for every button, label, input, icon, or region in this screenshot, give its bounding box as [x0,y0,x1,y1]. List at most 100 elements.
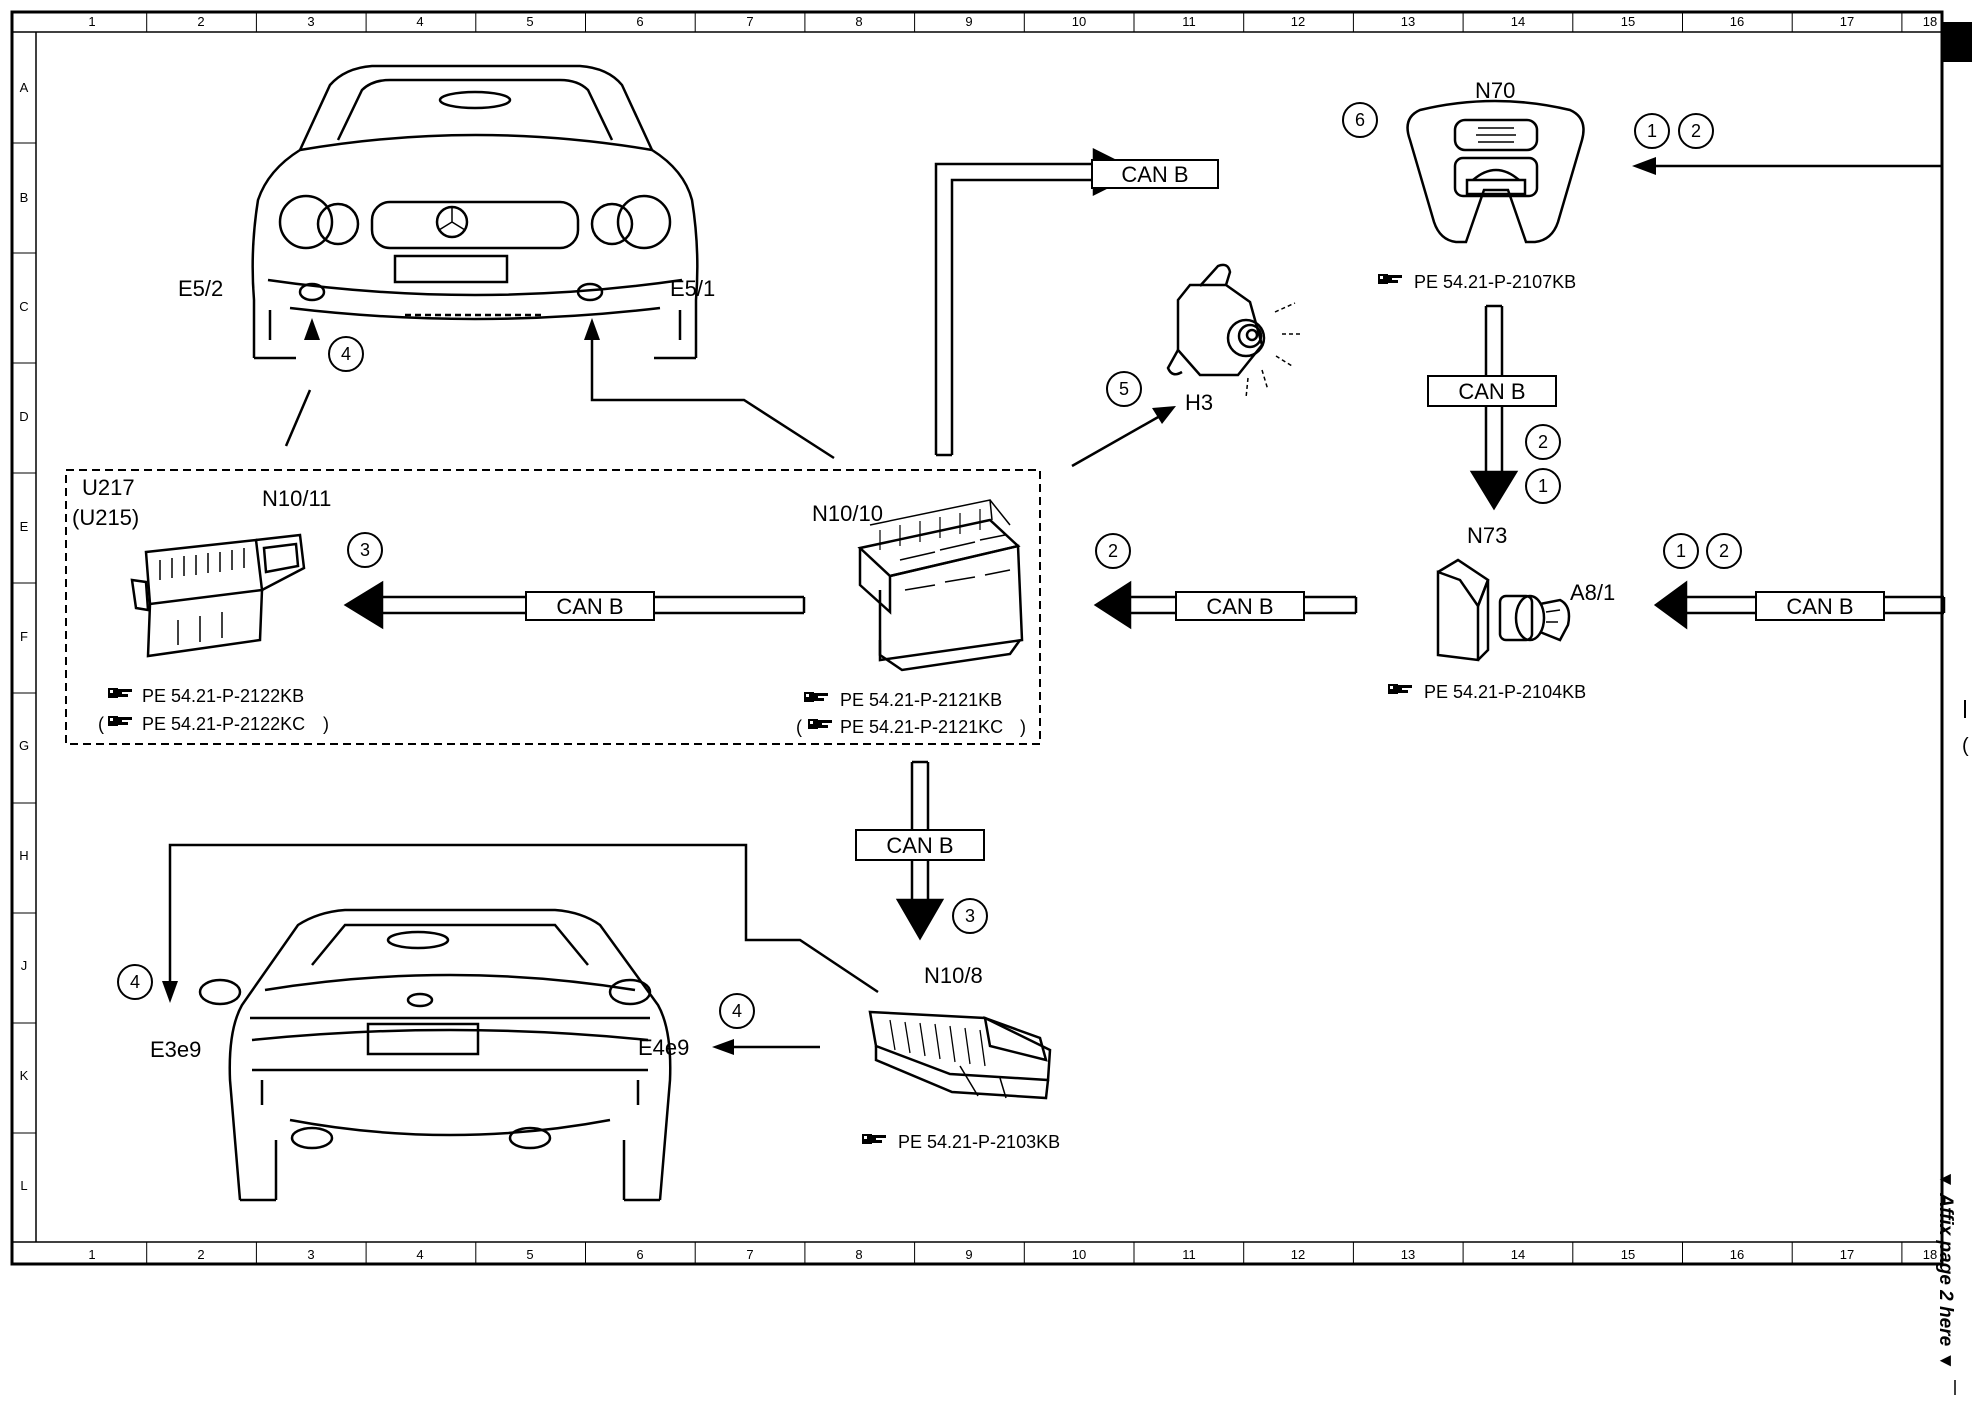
grid-col-label: 1 [88,1247,95,1262]
pointing-hand-icon [804,692,828,702]
grid-col-label: 9 [965,14,972,29]
grid-col-label: 18 [1923,1247,1937,1262]
grid-col-label: 17 [1840,14,1854,29]
grid-col-label: 17 [1840,1247,1854,1262]
grid-col-label: 13 [1401,1247,1415,1262]
grid-col-label: 10 [1072,1247,1086,1262]
grid-col-label: 15 [1621,14,1635,29]
n10-10-module-illustration [857,499,1024,672]
grid-col-label: 18 [1923,14,1937,29]
can-b-box-right [1755,591,1885,621]
ref-n10-10-alt: PE 54.21-P-2121KC [840,717,1003,737]
grid-col-label: 3 [307,1247,314,1262]
diagram-frame [10,10,1944,1266]
grid-col-label: 5 [526,14,533,29]
step-number: 1 [1538,476,1548,496]
grid-row-label: A [20,80,29,95]
can-b-labels: CAN B CAN B CAN B CAN B CAN B CAN B [556,162,1853,858]
grid-row-labels: A B C D E F G H J K L [19,80,29,1193]
ref-bracket-open: ( [796,717,802,737]
step-number: 5 [1119,379,1129,399]
grid-column-dividers [146,12,1903,1264]
n10-8-module-illustration [868,1010,1052,1100]
can-b-label: CAN B [1786,594,1853,619]
grid-col-label: 1 [88,14,95,29]
can-b-box-n10-8 [855,829,985,861]
can-b-label-boxes [525,159,1885,861]
can-b-box-n73-down [1427,375,1557,407]
grid-col-label: 8 [855,14,862,29]
pointing-hand-icon [1378,274,1402,284]
grid-col-label: 9 [965,1247,972,1262]
n10-11-module-illustration [130,533,306,658]
pointing-hand-icon [862,1134,886,1144]
grid-col-label: 2 [197,1247,204,1262]
n70-overhead-panel-illustration [1406,99,1585,244]
label-E5-1: E5/1 [670,276,715,301]
signal-lines [168,164,1942,1049]
grid-column-labels-bottom: 1 2 3 4 5 6 7 8 9 10 11 12 13 14 15 16 1… [88,1247,1937,1262]
affix-note: ▼ Affix page 2 here ▼ [1935,1170,1956,1370]
signal-arrowheads [162,157,1656,1055]
step-number: 3 [360,540,370,560]
grid-col-label: 12 [1291,14,1305,29]
grid-row-dividers [12,142,36,1134]
step-number: 2 [1691,121,1701,141]
step-number: 6 [1355,110,1365,130]
grid-col-label: 2 [197,14,204,29]
can-b-label: CAN B [1206,594,1273,619]
can-b-box-n70 [1091,159,1219,189]
ref-bracket-close: ) [1020,717,1026,737]
label-N70: N70 [1475,78,1515,103]
label-N73: N73 [1467,523,1507,548]
label-U217: U217 [82,475,135,500]
grid-col-label: 14 [1511,14,1525,29]
can-bus-arrows [343,147,1946,941]
grid-col-label: 12 [1291,1247,1305,1262]
grid-row-label: G [19,738,29,753]
grid-row-label: E [20,519,29,534]
grid-row-label: D [19,409,28,424]
grid-col-label: 16 [1730,1247,1744,1262]
ref-n70: PE 54.21-P-2107KB [1414,272,1576,292]
ref-bracket-close: ) [323,714,329,734]
label-E3e9: E3e9 [150,1037,201,1062]
can-b-box-n10-11 [525,591,655,621]
step-number: 4 [130,972,140,992]
grid-row-label: F [20,629,28,644]
label-H3: H3 [1185,390,1213,415]
grid-col-label: 6 [636,1247,643,1262]
can-b-box-n10-10 [1175,591,1305,621]
ref-n10-10: PE 54.21-P-2121KB [840,690,1002,710]
pointing-hand-icon [108,688,132,698]
ref-n73: PE 54.21-P-2104KB [1424,682,1586,702]
grid-col-label: 14 [1511,1247,1525,1262]
step-number: 1 [1676,541,1686,561]
grid-col-label: 7 [746,14,753,29]
step-numbers: 6 1 2 4 5 2 1 3 2 1 2 3 4 4 [130,110,1729,1021]
grid-col-label: 4 [416,14,423,29]
grid-row-label: K [20,1068,29,1083]
u217-module-group-box [65,469,1041,745]
rear-car-illustration [198,908,672,1202]
pointing-hand-icon [108,716,132,726]
grid-col-label: 4 [416,1247,423,1262]
h3-siren-illustration [1166,263,1302,399]
grid-col-label: 16 [1730,14,1744,29]
can-b-label: CAN B [886,833,953,858]
reference-texts: PE 54.21-P-2107KB PE 54.21-P-2122KB ( PE… [98,272,1586,1152]
grid-col-label: 13 [1401,14,1415,29]
ref-n10-11: PE 54.21-P-2122KB [142,686,304,706]
grid-row-label: J [21,958,28,973]
step-number: 4 [341,344,351,364]
can-b-label: CAN B [1121,162,1188,187]
page-tab-marker [1942,22,1972,62]
label-N10-10: N10/10 [812,501,883,526]
grid-row-label: L [20,1178,27,1193]
grid-col-label: 10 [1072,14,1086,29]
ref-n10-8: PE 54.21-P-2103KB [898,1132,1060,1152]
grid-row-label: H [19,848,28,863]
grid-col-label: 7 [746,1247,753,1262]
edge-mark-bracket: ( [1962,735,1969,757]
